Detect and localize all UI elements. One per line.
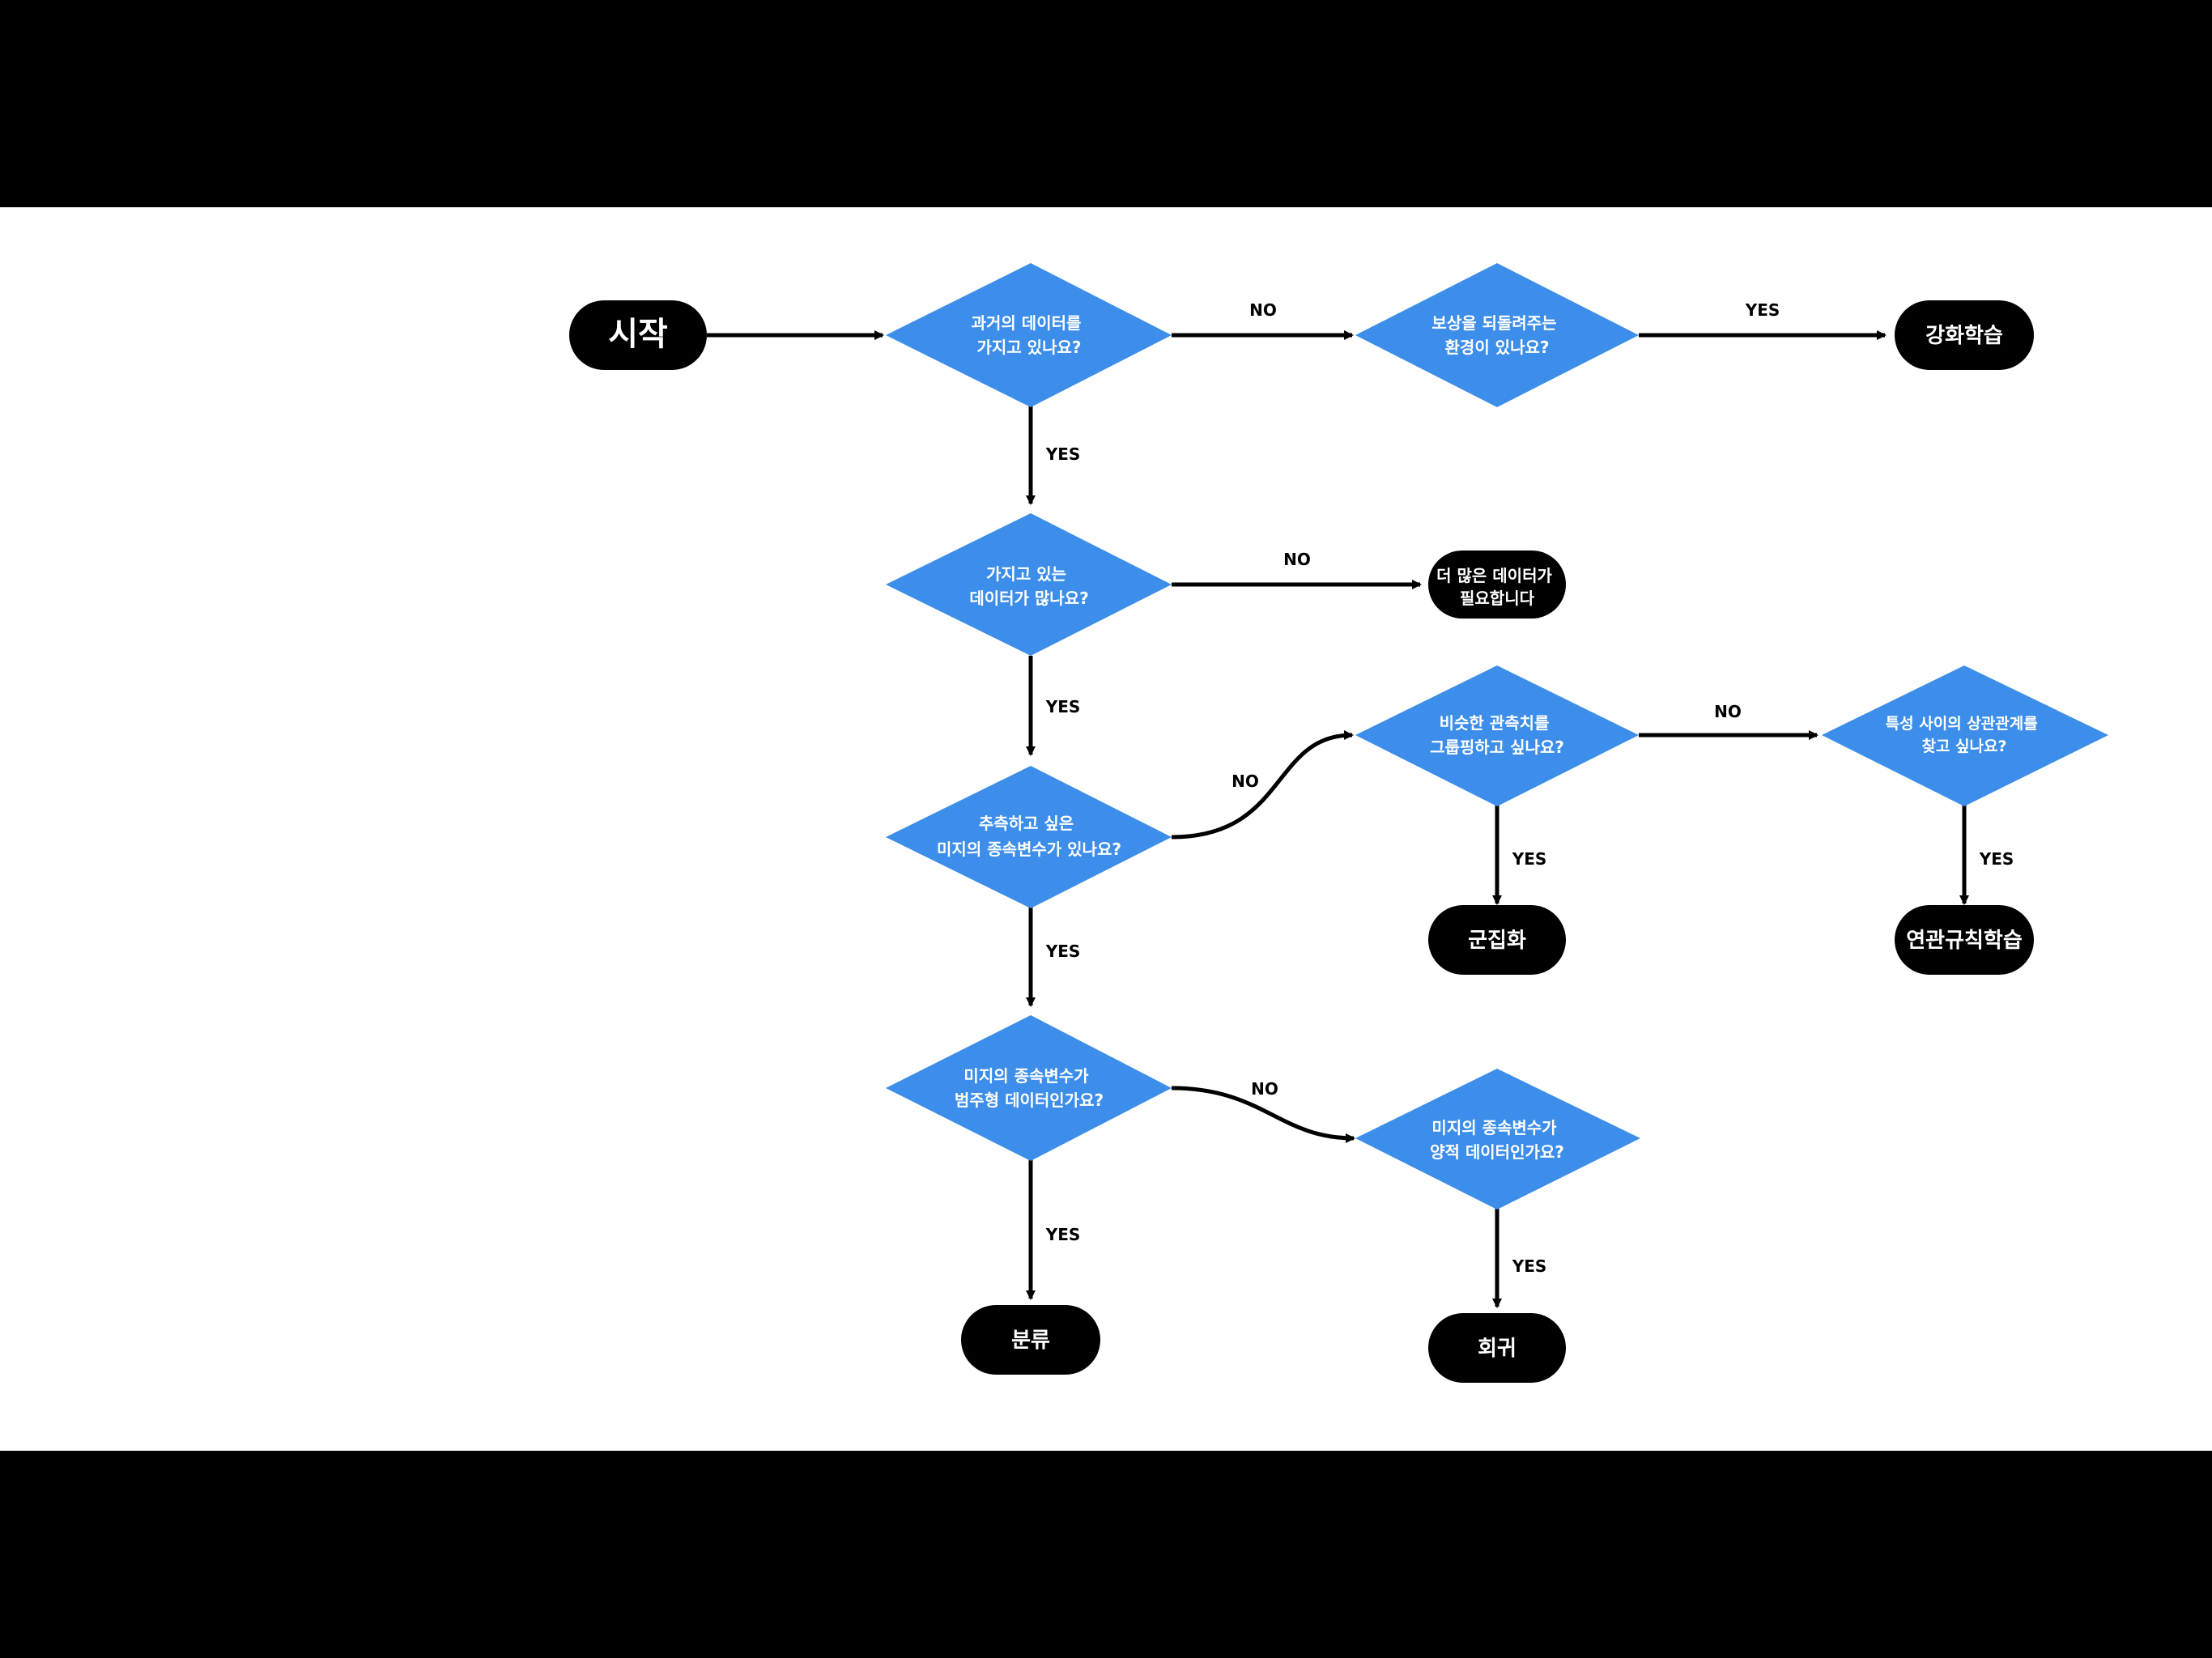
start-node: 시작 xyxy=(569,300,707,370)
bottom-letterbox xyxy=(0,1451,2212,1658)
ml-flowchart: NO YES YES NO YES NO NO YES YES YES NO Y… xyxy=(569,263,2108,1383)
decision-find-correlation: 특성 사이의 상관관계를 찾고 싶나요? xyxy=(1822,665,2108,806)
decision-is-categorical: 미지의 종속변수가 범주형 데이터인가요? xyxy=(886,1015,1172,1161)
is-categorical-line-1: 미지의 종속변수가 xyxy=(963,1066,1089,1086)
svg-text:미지의 종속변수가 범주형 데이터인가요?: 미지의 종속변수가 범주형 데이터인가요? xyxy=(955,1066,1104,1110)
decision-group-similar: 비슷한 관측치를 그룹핑하고 싶나요? xyxy=(1355,665,1639,806)
connectors xyxy=(707,330,1969,1308)
is-quantitative-line-2: 양적 데이터인가요? xyxy=(1430,1142,1564,1162)
has-enough-data-line-1: 가지고 있는 xyxy=(986,564,1066,584)
is-categorical-line-2: 범주형 데이터인가요? xyxy=(955,1090,1104,1110)
label-enough-no: NO xyxy=(1283,550,1311,569)
reinforcement-learning-label: 강화학습 xyxy=(1925,324,2003,348)
label-target-yes: YES xyxy=(1045,942,1081,961)
start-label: 시작 xyxy=(608,316,668,353)
edge-categorical-to-quantitative xyxy=(1171,1086,1355,1143)
label-target-no: NO xyxy=(1231,772,1259,791)
svg-text:특성 사이의 상관관계를 찾고 싶나요?: 특성 사이의 상관관계를 찾고 싶나요? xyxy=(1886,715,2044,755)
decision-is-quantitative: 미지의 종속변수가 양적 데이터인가요? xyxy=(1355,1069,1640,1209)
edge-target-to-group xyxy=(1171,730,1354,840)
reinforcement-learning-node: 강화학습 xyxy=(1895,300,2034,370)
svg-text:비슷한 관측치를 그룹핑하고 싶나요?: 비슷한 관측치를 그룹핑하고 싶나요? xyxy=(1430,713,1564,757)
classification-label: 분류 xyxy=(1011,1329,1050,1353)
has-reward-env-line-2: 환경이 있나요? xyxy=(1445,338,1550,357)
clustering-node: 군집화 xyxy=(1428,905,1566,975)
is-quantitative-line-1: 미지의 종속변수가 xyxy=(1431,1118,1557,1137)
has-past-data-line-1: 과거의 데이터를 xyxy=(972,313,1082,333)
top-letterbox xyxy=(0,0,2212,207)
label-categorical-yes: YES xyxy=(1045,1225,1081,1244)
find-correlation-line-1: 특성 사이의 상관관계를 xyxy=(1886,715,2038,733)
label-reward-yes: YES xyxy=(1745,300,1780,320)
svg-text:과거의 데이터를 가지고 있나요?: 과거의 데이터를 가지고 있나요? xyxy=(972,313,1087,357)
flowchart-canvas: NO YES YES NO YES NO NO YES YES YES NO Y… xyxy=(0,207,2212,1451)
svg-text:추측하고 싶은 미지의 종속변수가 있나요?: 추측하고 싶은 미지의 종속변수가 있나요? xyxy=(937,814,1121,859)
svg-text:보상을 되돌려주는 환경이 있나요?: 보상을 되돌려주는 환경이 있나요? xyxy=(1431,313,1562,357)
svg-text:미지의 종속변수가 양적 데이터인가요?: 미지의 종속변수가 양적 데이터인가요? xyxy=(1430,1118,1564,1162)
clustering-label: 군집화 xyxy=(1468,929,1526,953)
has-past-data-line-2: 가지고 있나요? xyxy=(977,338,1082,357)
label-categorical-no: NO xyxy=(1251,1079,1278,1099)
label-past-yes: YES xyxy=(1045,444,1081,464)
decision-has-reward-env: 보상을 되돌려주는 환경이 있나요? xyxy=(1355,263,1639,407)
label-correlation-yes: YES xyxy=(1979,849,2014,869)
regression-label: 회귀 xyxy=(1478,1337,1516,1361)
group-similar-line-2: 그룹핑하고 싶나요? xyxy=(1430,738,1564,757)
label-enough-yes: YES xyxy=(1045,697,1081,716)
association-rules-node: 연관규칙학습 xyxy=(1895,905,2034,975)
svg-text:더 많은 데이터가 필요합니다: 더 많은 데이터가 필요합니다 xyxy=(1436,566,1558,608)
label-past-no: NO xyxy=(1249,300,1277,320)
has-enough-data-line-2: 데이터가 많나요? xyxy=(969,589,1088,608)
label-group-yes: YES xyxy=(1512,849,1547,869)
label-quantitative-yes: YES xyxy=(1512,1256,1547,1276)
decision-has-enough-data: 가지고 있는 데이터가 많나요? xyxy=(886,513,1172,656)
decision-has-target-variable: 추측하고 싶은 미지의 종속변수가 있나요? xyxy=(886,766,1172,908)
has-reward-env-line-1: 보상을 되돌려주는 xyxy=(1431,313,1556,333)
need-more-data-line-1: 더 많은 데이터가 xyxy=(1436,566,1552,585)
regression-node: 회귀 xyxy=(1428,1313,1566,1383)
label-group-no: NO xyxy=(1714,702,1742,721)
classification-node: 분류 xyxy=(961,1305,1100,1375)
decision-has-past-data: 과거의 데이터를 가지고 있나요? xyxy=(886,263,1172,407)
has-target-variable-line-1: 추측하고 싶은 xyxy=(979,814,1074,833)
edge-labels: NO YES YES NO YES NO NO YES YES YES NO Y… xyxy=(1045,300,2014,1276)
group-similar-line-1: 비슷한 관측치를 xyxy=(1440,713,1550,733)
need-more-data-node: 더 많은 데이터가 필요합니다 xyxy=(1428,551,1566,619)
svg-text:가지고 있는 데이터가 많나요?: 가지고 있는 데이터가 많나요? xyxy=(969,564,1088,608)
association-rules-label: 연관규칙학습 xyxy=(1906,929,2023,953)
has-target-variable-line-2: 미지의 종속변수가 있나요? xyxy=(937,840,1121,859)
need-more-data-line-2: 필요합니다 xyxy=(1460,589,1535,608)
find-correlation-line-2: 찾고 싶나요? xyxy=(1921,738,2006,755)
